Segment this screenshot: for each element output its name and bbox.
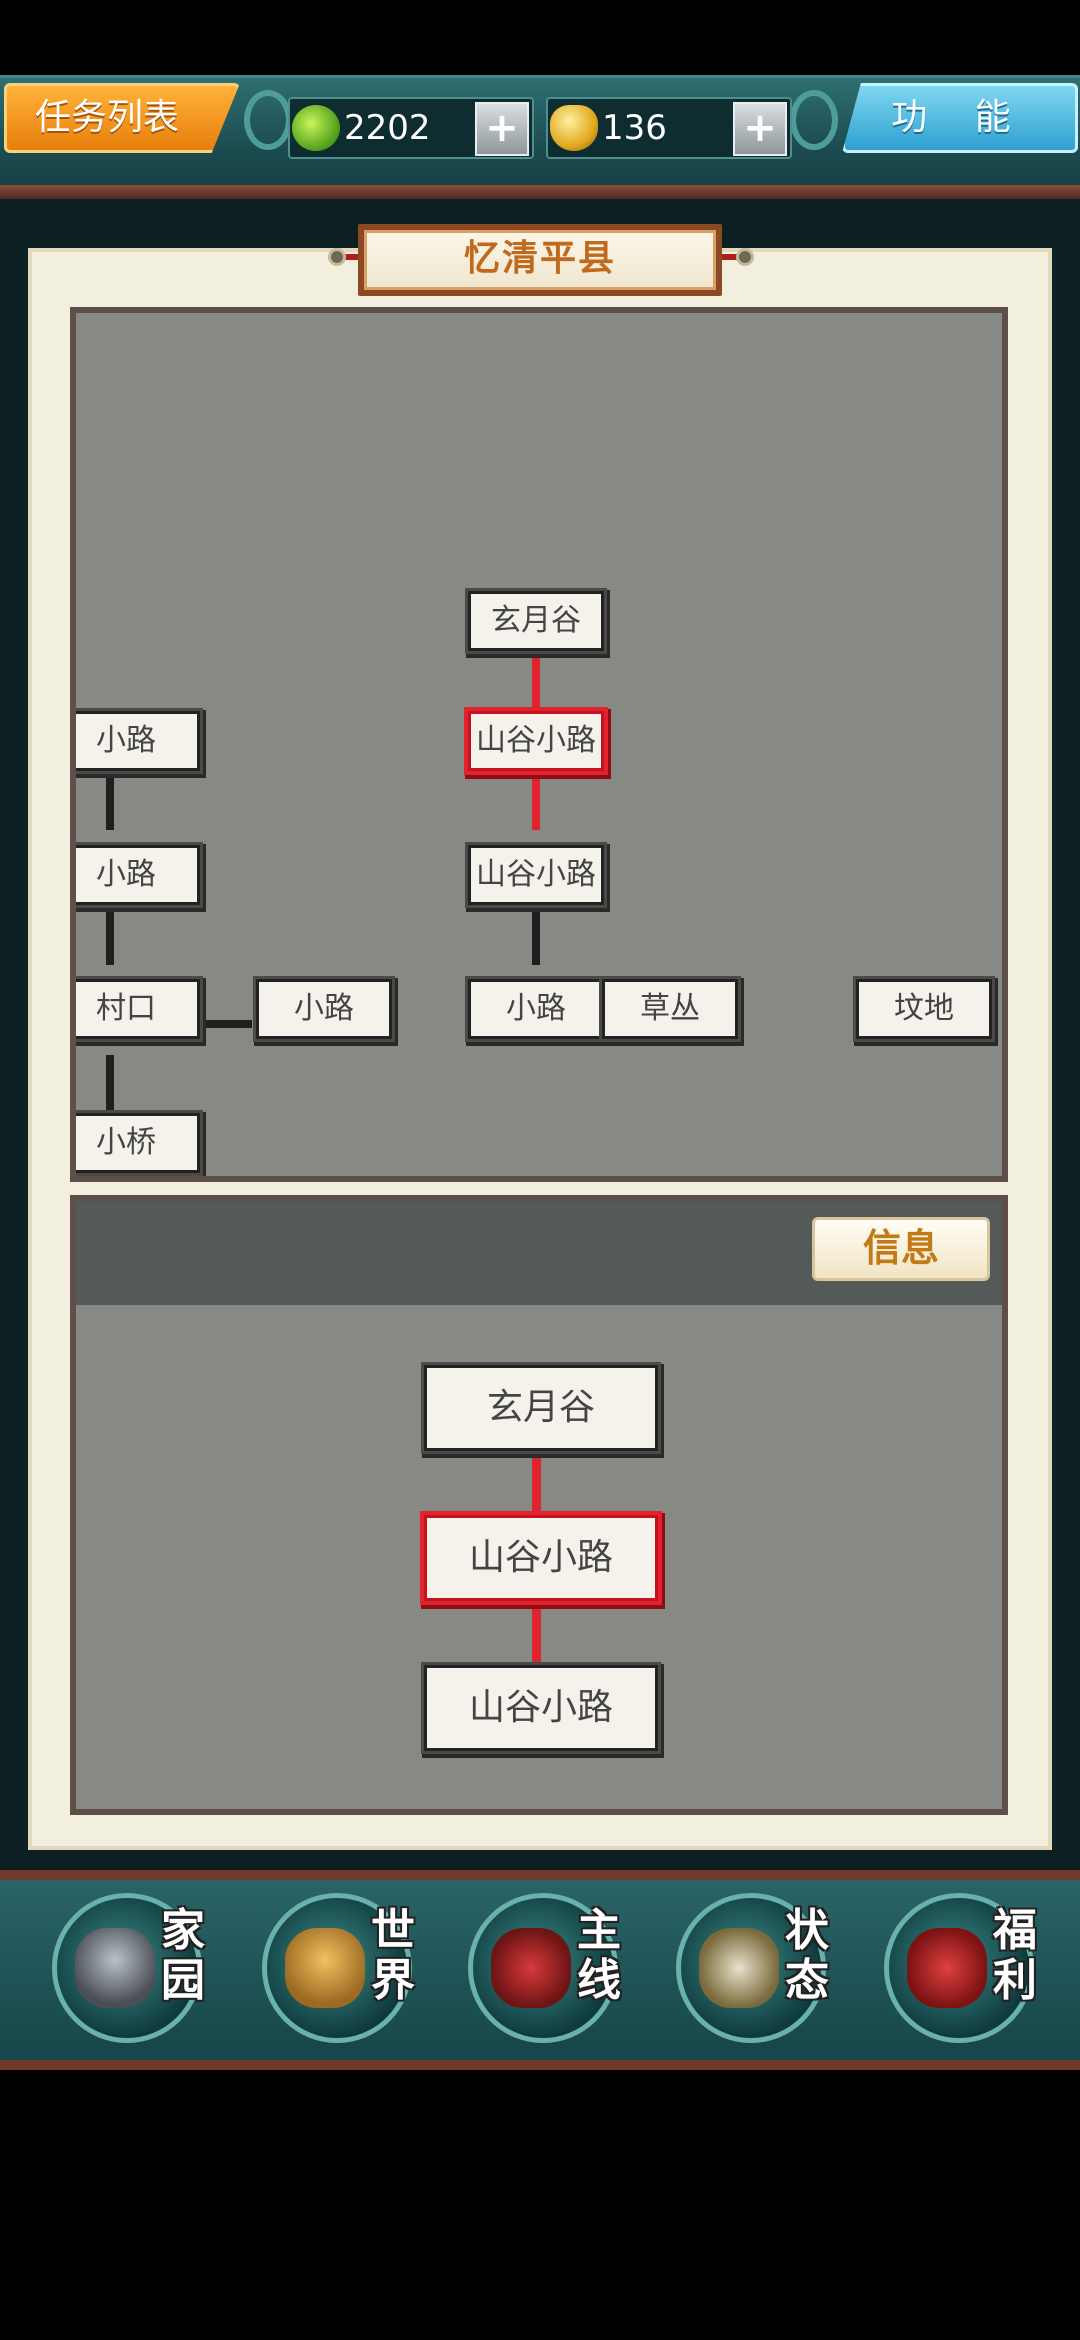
connector-xuanyuegu-shangu	[532, 650, 540, 710]
info-header: 信息	[76, 1201, 1002, 1305]
plaque-knob-left	[328, 248, 346, 266]
map-node-xiaolu-center[interactable]: 小路	[468, 979, 604, 1039]
task-list-button[interactable]: 任务列表	[4, 83, 240, 153]
map-node-xiaolu-left-mid[interactable]: 小路	[76, 845, 200, 905]
nav-status-button[interactable]: 状态	[676, 1893, 829, 2043]
info-connector-top	[532, 1455, 541, 1515]
home-icon	[75, 1928, 155, 2008]
info-connector-bottom	[532, 1605, 541, 1665]
nav-welfare-button[interactable]: 福利	[884, 1893, 1037, 2043]
connector-cunkou-xiaolu	[202, 1020, 252, 1028]
world-map-icon	[285, 1928, 365, 2008]
connector-left-mid	[106, 905, 114, 965]
plaque-rope-right	[702, 254, 742, 260]
lucky-bag-icon	[907, 1928, 987, 2008]
nav-main-quest-label: 主线	[577, 1905, 621, 2006]
gold-ingot-icon	[550, 105, 598, 151]
ornament-swirl-left	[244, 90, 292, 150]
nav-status-label: 状态	[785, 1905, 829, 2006]
function-button[interactable]: 功 能	[842, 83, 1078, 153]
main-quest-icon	[491, 1928, 571, 2008]
map-node-caocong[interactable]: 草丛	[602, 979, 738, 1039]
plaque-knob-right	[736, 248, 754, 266]
nav-home-button[interactable]: 家园	[52, 1893, 205, 2043]
gold-amount: 136	[602, 108, 667, 148]
connector-left-top	[106, 770, 114, 830]
info-node-shangu-active[interactable]: 山谷小路	[424, 1515, 658, 1601]
map-node-xiaolu-mid[interactable]: 小路	[256, 979, 392, 1039]
map-node-fendi[interactable]: 坟地	[856, 979, 992, 1039]
add-gold-button[interactable]: +	[733, 102, 787, 156]
map-node-xiaoqiao[interactable]: 小桥	[76, 1113, 200, 1173]
nav-world-button[interactable]: 世界	[262, 1893, 415, 2043]
nav-welfare-label: 福利	[993, 1905, 1037, 2006]
jade-currency: 2202 +	[288, 97, 534, 159]
map-node-shangu-active[interactable]: 山谷小路	[468, 711, 604, 771]
jade-amount: 2202	[344, 108, 431, 148]
nav-main-quest-button[interactable]: 主线	[468, 1893, 621, 2043]
info-node-xuanyuegu[interactable]: 玄月谷	[424, 1365, 658, 1451]
add-jade-button[interactable]: +	[475, 102, 529, 156]
info-node-shangu-2[interactable]: 山谷小路	[424, 1665, 658, 1751]
jade-icon	[292, 105, 340, 151]
connector-shangu2-xiaolu	[532, 905, 540, 965]
nav-world-label: 世界	[371, 1905, 415, 2006]
map-node-xiaolu-left-top[interactable]: 小路	[76, 711, 200, 771]
connector-shangu-shangu2	[532, 770, 540, 830]
region-title: 忆清平县	[358, 224, 722, 296]
map-node-xuanyuegu[interactable]: 玄月谷	[468, 591, 604, 651]
bagua-status-icon	[699, 1928, 779, 2008]
nav-home-label: 家园	[161, 1905, 205, 2006]
map-panel[interactable]: 玄月谷 山谷小路 山谷小路 小路 草丛 坟地 小路 村口 小路 小路 小桥	[70, 307, 1008, 1182]
top-bar-trim	[0, 185, 1080, 199]
ornament-swirl-right	[790, 90, 838, 150]
map-node-shangu-2[interactable]: 山谷小路	[468, 845, 604, 905]
info-panel: 信息 玄月谷 山谷小路 山谷小路	[70, 1195, 1008, 1815]
map-node-cunkou[interactable]: 村口	[76, 979, 200, 1039]
gold-currency: 136 +	[546, 97, 792, 159]
info-button[interactable]: 信息	[812, 1217, 990, 1281]
connector-left-bottom	[106, 1055, 114, 1110]
